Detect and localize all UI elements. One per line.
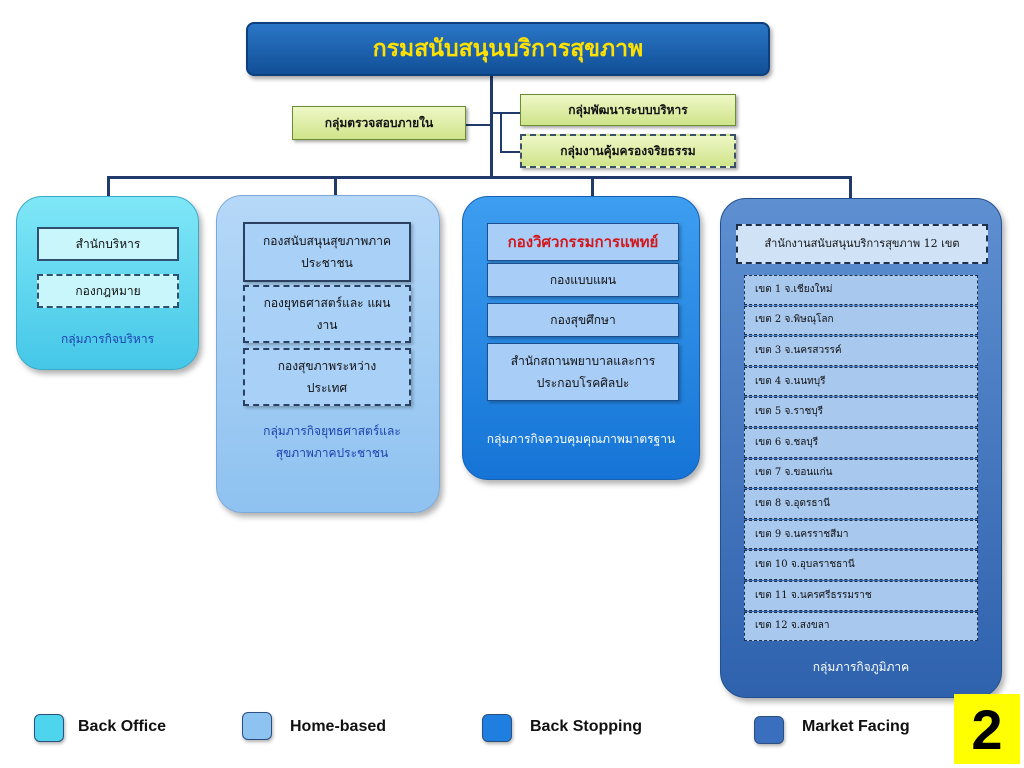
connector-drop-4 (849, 176, 852, 200)
admin-development-box: กลุ่มพัฒนาระบบบริหาร (520, 94, 736, 126)
regional-office-header: สำนักงานสนับสนุนบริการสุขภาพ 12 เขต (736, 224, 988, 264)
internal-audit-box: กลุ่มตรวจสอบภายใน (292, 106, 466, 140)
unit-box: กองวิศวกรรมการแพทย์ (487, 223, 679, 261)
unit-box: กองสนับสนุนสุขภาพภาค ประชาชน (243, 222, 411, 282)
group-caption: กลุ่มภารกิจควบคุมคุณภาพมาตรฐาน (486, 432, 676, 446)
connector-trunk (490, 76, 493, 178)
ethics-protection-box: กลุ่มงานคุ้มครองจริยธรรม (520, 134, 736, 168)
zone-item: เขต 4 จ.นนทบุรี (744, 366, 978, 397)
page-number: 2 (954, 694, 1020, 764)
connector-staff-right-top (500, 112, 520, 114)
unit-box: กองกฎหมาย (37, 274, 179, 308)
connector-drop-3 (591, 176, 594, 196)
zone-item: เขต 11 จ.นครศรีธรรมราช (744, 581, 978, 611)
group-caption: กลุ่มภารกิจยุทธศาสตร์และ สุขภาพภาคประชาช… (263, 424, 401, 460)
zone-item: เขต 8 จ.อุดรธานี (744, 489, 978, 519)
zone-item: เขต 1 จ.เชียงใหม่ (744, 275, 978, 305)
department-title: กรมสนับสนุนบริการสุขภาพ (246, 22, 770, 76)
legend-swatch (34, 714, 64, 742)
legend-label: Back Stopping (530, 718, 643, 735)
connector-staff-right-vert (500, 112, 502, 152)
group-caption: กลุ่มภารกิจบริหาร (60, 332, 155, 346)
zone-item: เขต 7 จ.ขอนแก่น (744, 458, 978, 489)
legend-swatch (754, 716, 784, 744)
zone-item: เขต 6 จ.ชลบุรี (744, 428, 978, 458)
legend-label: Back Office (78, 718, 167, 735)
unit-box: สำนักบริหาร (37, 227, 179, 261)
connector-staff-right (492, 112, 500, 114)
connector-staff-right-bottom (500, 151, 520, 153)
zone-item: เขต 2 จ.พิษณุโลก (744, 305, 978, 336)
unit-box: กองยุทธศาสตร์และ แผนงาน (243, 285, 411, 343)
zone-item: เขต 5 จ.ราชบุรี (744, 397, 978, 427)
legend-swatch (482, 714, 512, 742)
unit-box: กองแบบแผน (487, 263, 679, 297)
zone-item: เขต 10 จ.อุบลราชธานี (744, 550, 978, 580)
connector-drop-1 (107, 176, 110, 196)
unit-box: สำนักสถานพยาบาลและการ ประกอบโรคศิลปะ (487, 343, 679, 401)
zone-item: เขต 12 จ.สงขลา (744, 611, 978, 642)
connector-staff-left (466, 124, 492, 126)
legend-label: Market Facing (802, 718, 910, 735)
connector-horizontal-bus (107, 176, 852, 179)
unit-box: กองสุขศึกษา (487, 303, 679, 337)
zone-item: เขต 3 จ.นครสวรรค์ (744, 336, 978, 366)
unit-box: กองสุขภาพระหว่าง ประเทศ (243, 348, 411, 406)
zone-item: เขต 9 จ.นครราชสีมา (744, 519, 978, 550)
group-caption: กลุ่มภารกิจภูมิภาค (812, 660, 910, 674)
legend-swatch (242, 712, 272, 740)
legend-label: Home-based (290, 718, 387, 735)
connector-drop-2 (334, 176, 337, 196)
